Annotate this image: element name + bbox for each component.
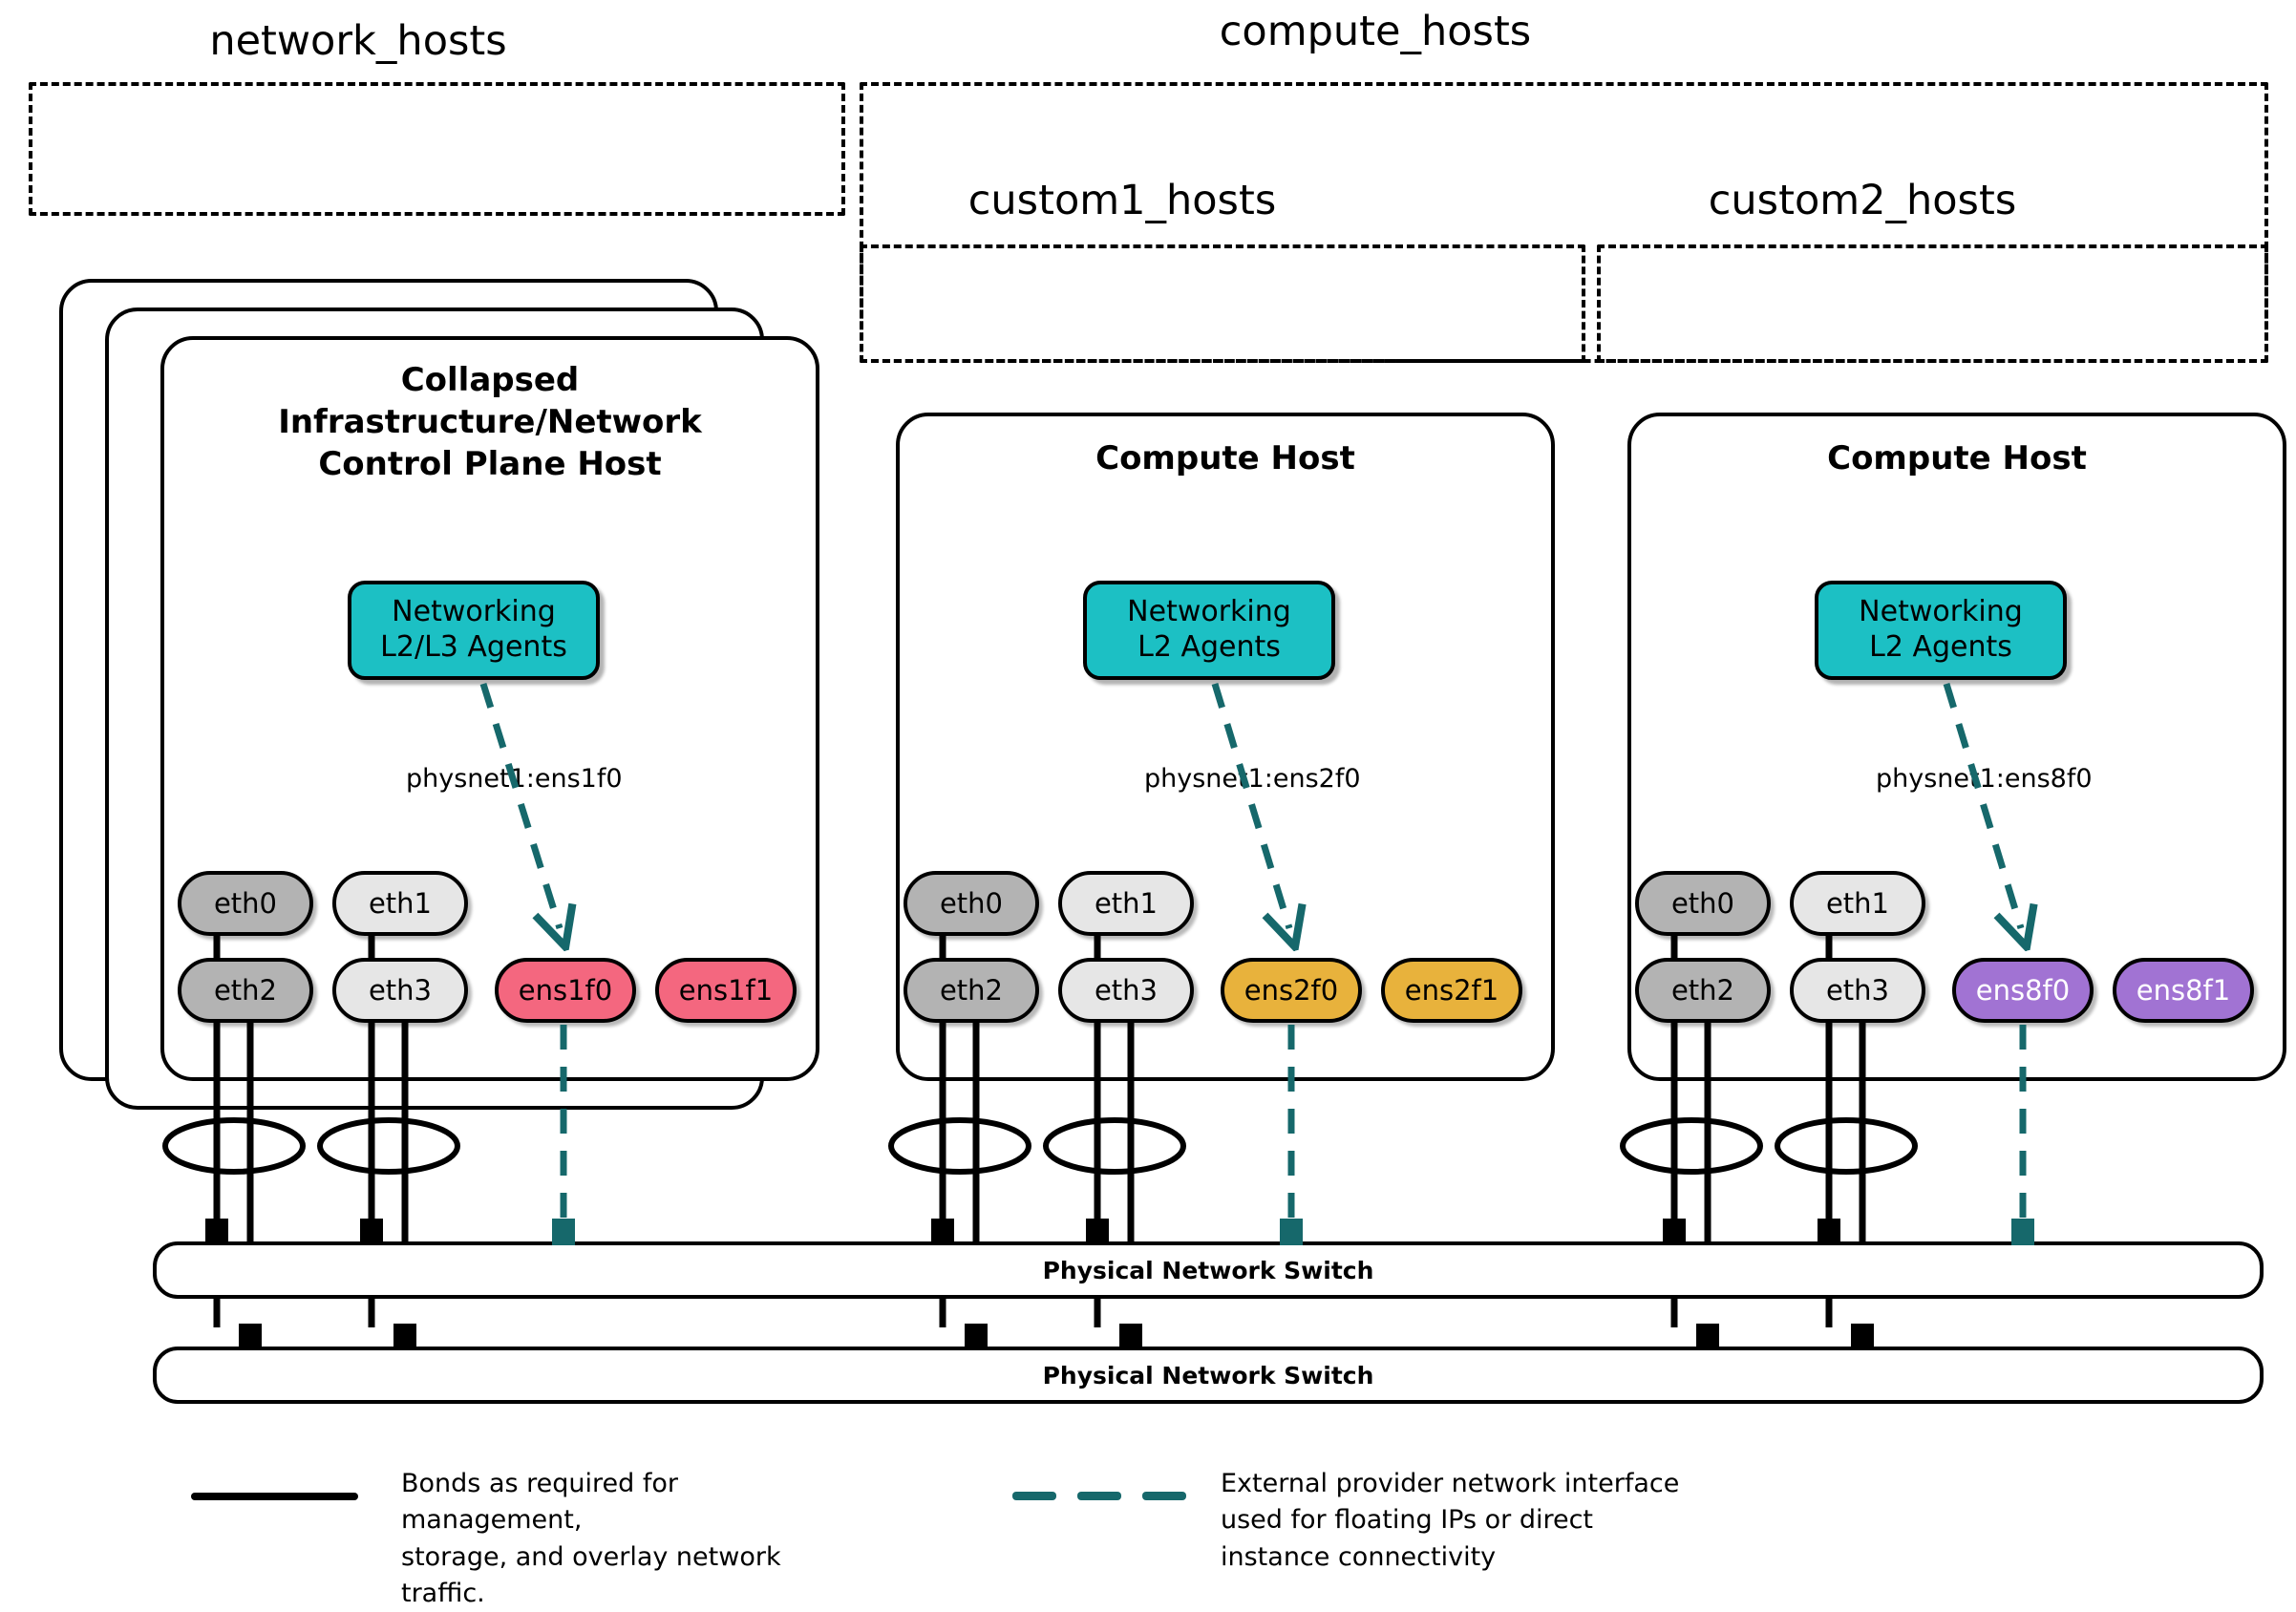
nic-eth2-host-network[interactable]: eth2 [178, 958, 313, 1023]
nic-eth0-host-network[interactable]: eth0 [178, 871, 313, 936]
nic-eth1-host-compute-1[interactable]: eth1 [1058, 871, 1194, 936]
switch-bottom[interactable]: Physical Network Switch [153, 1347, 2264, 1404]
bond-ellipse [1775, 1117, 1918, 1175]
physnet-label-compute-1: physnet1:ens2f0 [1144, 764, 1361, 794]
nic-eth0-host-compute-2[interactable]: eth0 [1635, 871, 1771, 936]
group-label-compute-hosts: compute_hosts [1219, 8, 1532, 55]
host-card-network[interactable]: Collapsed Infrastructure/Network Control… [160, 336, 819, 1081]
agent-node-compute-1[interactable]: Networking L2 Agents [1083, 581, 1335, 680]
bond-ellipse [162, 1117, 306, 1175]
legend-bonds-text: Bonds as required for management, storag… [401, 1469, 781, 1608]
nic-eth3-host-network[interactable]: eth3 [332, 958, 468, 1023]
host-title-compute-1: Compute Host [1095, 439, 1355, 477]
group-label-network-hosts: network_hosts [209, 17, 507, 65]
nic-ens8f0-host-compute-2[interactable]: ens8f0 [1952, 958, 2094, 1023]
bond-ellipse [1620, 1117, 1763, 1175]
bond-ellipse [1043, 1117, 1186, 1175]
agent-node-network[interactable]: Networking L2/L3 Agents [348, 581, 600, 680]
group-box-custom1-hosts [860, 244, 1585, 363]
group-label-custom2-hosts: custom2_hosts [1708, 177, 2017, 224]
nic-eth1-host-network[interactable]: eth1 [332, 871, 468, 936]
legend-dash-swatch-1 [1012, 1492, 1056, 1500]
legend-dash-swatch-3 [1142, 1492, 1186, 1500]
switch-top[interactable]: Physical Network Switch [153, 1241, 2264, 1299]
nic-ens8f1-host-compute-2[interactable]: ens8f1 [2113, 958, 2254, 1023]
nic-ens1f1-host-network[interactable]: ens1f1 [655, 958, 797, 1023]
group-label-custom1-hosts: custom1_hosts [967, 177, 1277, 224]
host-title-compute-2: Compute Host [1827, 439, 2087, 477]
nic-ens2f1-host-compute-1[interactable]: ens2f1 [1381, 958, 1522, 1023]
nic-eth2-host-compute-2[interactable]: eth2 [1635, 958, 1771, 1023]
legend-provider-text: External provider network interface used… [1221, 1469, 1680, 1572]
switch-top-label: Physical Network Switch [1042, 1256, 1374, 1284]
nic-ens1f0-host-network[interactable]: ens1f0 [495, 958, 636, 1023]
switch-bottom-label: Physical Network Switch [1042, 1361, 1374, 1389]
nic-eth3-host-compute-2[interactable]: eth3 [1790, 958, 1925, 1023]
legend-solid-swatch [191, 1493, 358, 1500]
host-title-network: Collapsed Infrastructure/Network Control… [278, 361, 702, 484]
legend-dash-swatch-2 [1077, 1492, 1121, 1500]
group-box-custom2-hosts [1597, 244, 2268, 363]
nic-eth1-host-compute-2[interactable]: eth1 [1790, 871, 1925, 936]
nic-eth3-host-compute-1[interactable]: eth3 [1058, 958, 1194, 1023]
bond-ellipse [317, 1117, 460, 1175]
bond-ellipse [888, 1117, 1031, 1175]
nic-eth2-host-compute-1[interactable]: eth2 [904, 958, 1039, 1023]
physnet-label-network: physnet1:ens1f0 [406, 764, 623, 794]
nic-ens2f0-host-compute-1[interactable]: ens2f0 [1221, 958, 1362, 1023]
physnet-label-compute-2: physnet1:ens8f0 [1876, 764, 2093, 794]
agent-node-compute-2[interactable]: Networking L2 Agents [1815, 581, 2067, 680]
group-box-network-hosts [29, 82, 845, 216]
nic-eth0-host-compute-1[interactable]: eth0 [904, 871, 1039, 936]
